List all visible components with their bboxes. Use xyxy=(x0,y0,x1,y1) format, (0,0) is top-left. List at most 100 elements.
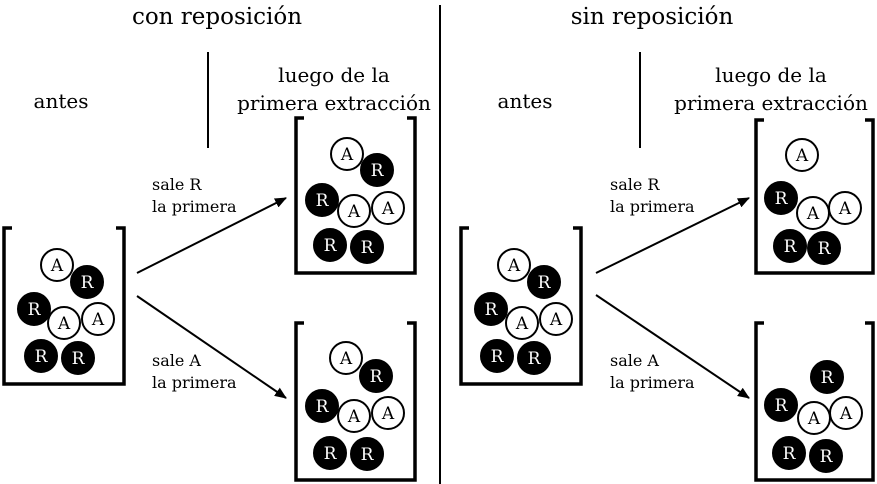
before-label: antes xyxy=(498,89,553,113)
ball-letter: R xyxy=(370,367,384,387)
ball-letter: R xyxy=(821,368,835,388)
white-ball-A: A xyxy=(505,306,539,340)
black-ball-R: R xyxy=(350,230,384,264)
ball-circle xyxy=(497,248,531,282)
ball-letter: R xyxy=(316,191,330,211)
section-without-replacement: sin reposición antes luego de la primera… xyxy=(459,4,875,482)
white-ball-A: A xyxy=(40,248,74,282)
ball-circle xyxy=(47,306,81,340)
ball-letter: R xyxy=(485,300,499,320)
ball-circle xyxy=(371,396,405,430)
ball-letter: A xyxy=(381,404,395,424)
ball-circle xyxy=(474,292,508,326)
white-ball-A: A xyxy=(81,302,115,336)
ball-letter: R xyxy=(820,447,834,467)
ball-circle xyxy=(764,388,798,422)
ball-letter: A xyxy=(57,314,71,334)
ball-circle xyxy=(527,265,561,299)
ball-letter: R xyxy=(775,189,789,209)
black-ball-R: R xyxy=(305,389,339,423)
white-ball-A: A xyxy=(785,138,819,172)
ball-letter: R xyxy=(72,349,86,369)
branch-R-label-line1: sale R xyxy=(610,175,660,194)
white-ball-A: A xyxy=(371,191,405,225)
black-ball-R: R xyxy=(305,183,339,217)
ball-circle xyxy=(24,339,58,373)
branch-A-label-line1: sale A xyxy=(152,351,201,370)
ball-letter: A xyxy=(549,310,563,330)
ball-circle xyxy=(313,436,347,470)
white-ball-A: A xyxy=(337,194,371,228)
ball-letter: A xyxy=(838,199,852,219)
black-ball-R: R xyxy=(313,436,347,470)
arrow-branch-R xyxy=(595,197,750,274)
ball-letter: R xyxy=(28,300,42,320)
before-label: antes xyxy=(34,89,89,113)
arrow-branch-A xyxy=(136,295,287,399)
ball-circle xyxy=(810,360,844,394)
black-ball-R: R xyxy=(474,292,508,326)
ball-circle xyxy=(329,341,363,375)
white-ball-A: A xyxy=(828,191,862,225)
ball-letter: A xyxy=(347,407,361,427)
black-ball-R: R xyxy=(772,436,806,470)
ball-circle xyxy=(337,399,371,433)
ball-circle xyxy=(809,439,843,473)
after-label-line2: primera extracción xyxy=(674,91,868,115)
ball-letter: A xyxy=(50,256,64,276)
ball-circle xyxy=(313,228,347,262)
black-ball-R: R xyxy=(17,292,51,326)
section-title: con reposición xyxy=(132,4,302,30)
section-with-replacement: con reposición antes luego de la primera… xyxy=(2,4,431,482)
ball-letter: A xyxy=(839,404,853,424)
black-ball-R: R xyxy=(313,228,347,262)
black-ball-R: R xyxy=(61,341,95,375)
white-ball-A: A xyxy=(47,306,81,340)
ball-letter: R xyxy=(361,445,375,465)
ball-letter: R xyxy=(324,444,338,464)
ball-circle xyxy=(70,265,104,299)
ball-letter: R xyxy=(324,236,338,256)
ball-letter: A xyxy=(795,146,809,166)
ball-circle xyxy=(829,396,863,430)
ball-letter: R xyxy=(818,239,832,259)
ball-circle xyxy=(305,389,339,423)
after-label-line2: primera extracción xyxy=(237,91,431,115)
white-ball-A: A xyxy=(337,399,371,433)
ball-letter: A xyxy=(339,349,353,369)
ball-letter: R xyxy=(35,347,49,367)
ball-letter: A xyxy=(91,310,105,330)
black-ball-R: R xyxy=(810,360,844,394)
ball-letter: A xyxy=(806,204,820,224)
branch-A-label-line2: la primera xyxy=(610,373,695,392)
ball-letter: R xyxy=(775,396,789,416)
white-ball-A: A xyxy=(330,137,364,171)
section-title: sin reposición xyxy=(571,4,734,30)
branch-R-label-line1: sale R xyxy=(152,175,202,194)
ball-circle xyxy=(764,181,798,215)
ball-letter: R xyxy=(783,444,797,464)
white-ball-A: A xyxy=(539,302,573,336)
ball-circle xyxy=(305,183,339,217)
after-label-line1: luego de la xyxy=(715,63,827,87)
black-ball-R: R xyxy=(480,339,514,373)
ball-circle xyxy=(330,137,364,171)
arrow-branch-R xyxy=(136,197,287,274)
ball-circle xyxy=(81,302,115,336)
ball-circle xyxy=(360,153,394,187)
branch-A-label-line1: sale A xyxy=(610,351,659,370)
ball-letter: R xyxy=(81,273,95,293)
ball-letter: R xyxy=(538,273,552,293)
ball-letter: R xyxy=(784,237,798,257)
ball-letter: R xyxy=(371,161,385,181)
ball-letter: A xyxy=(807,409,821,429)
branch-R-label-line2: la primera xyxy=(610,197,695,216)
